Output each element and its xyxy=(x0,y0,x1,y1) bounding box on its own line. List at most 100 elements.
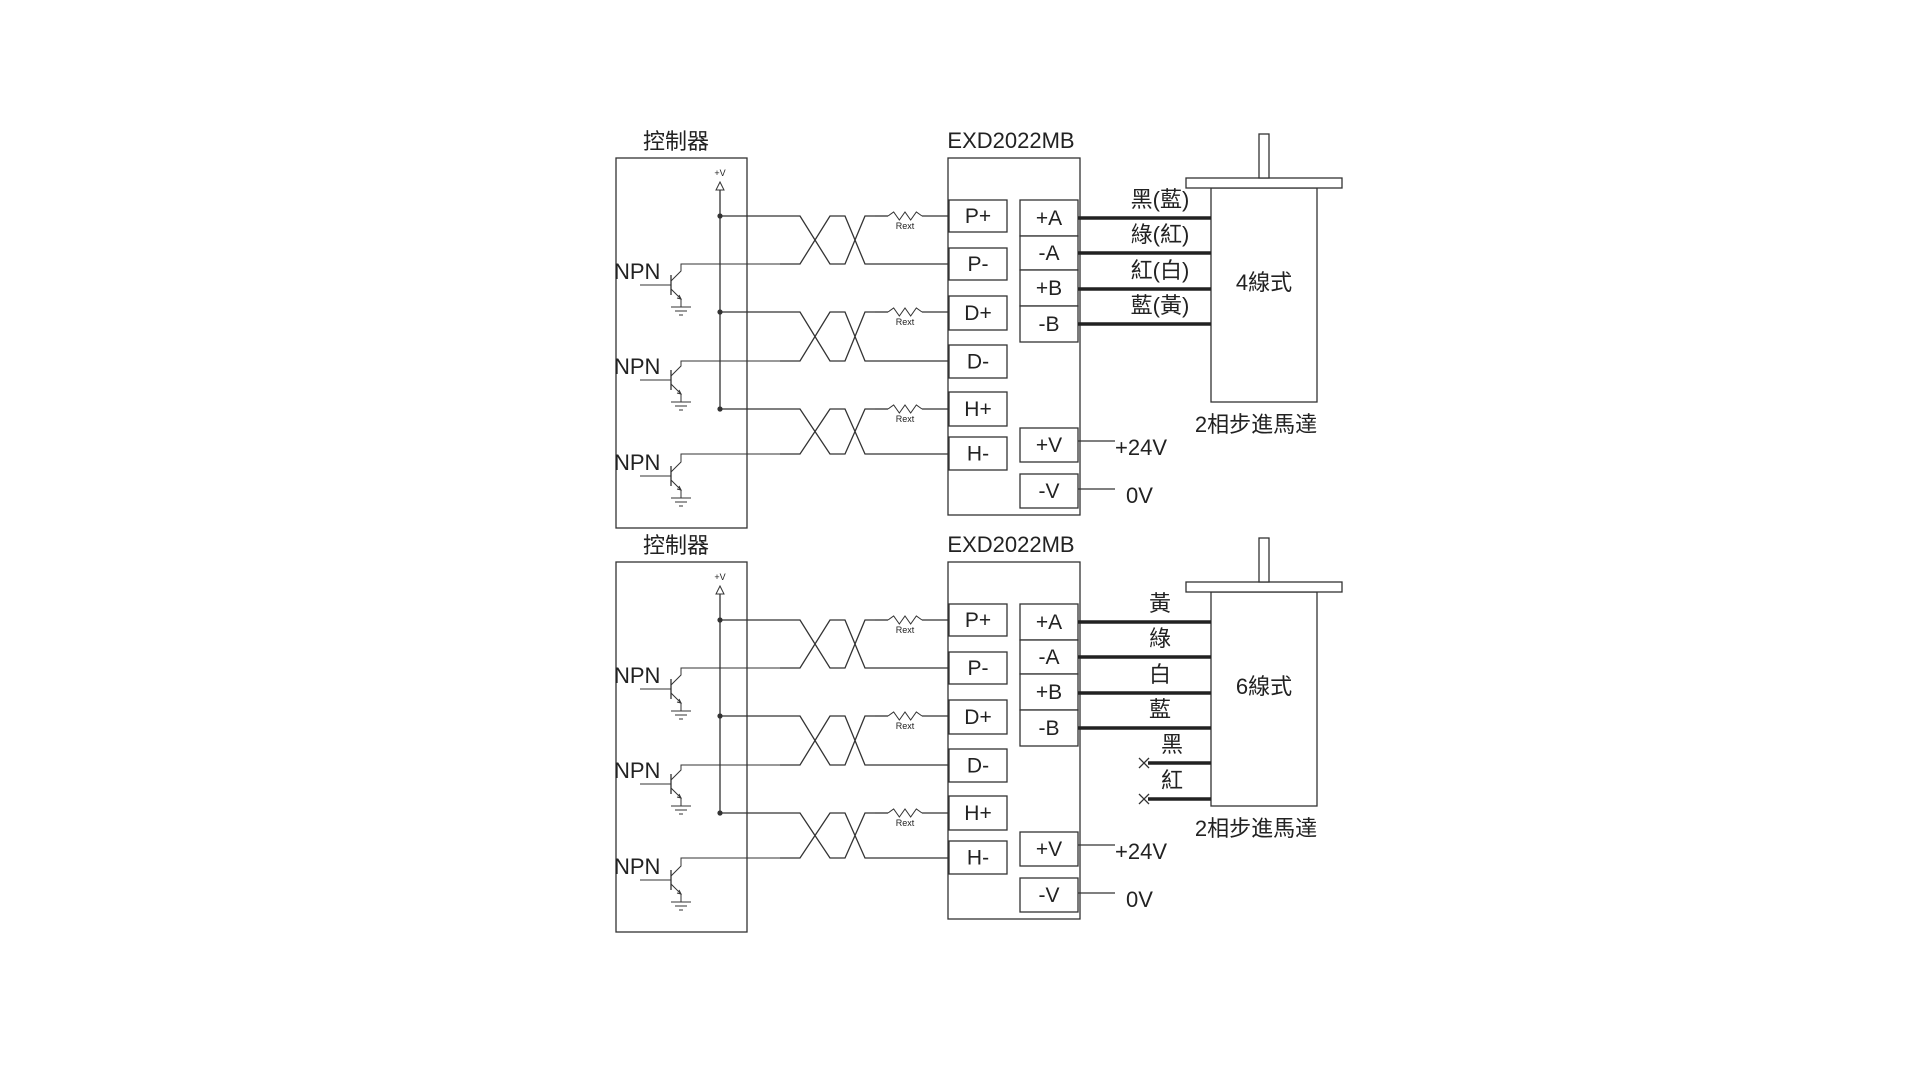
motor-terminal-1 xyxy=(1019,639,1079,675)
motor-wire-label: 藍 xyxy=(1149,697,1171,722)
power-terminal-label: +V xyxy=(1036,838,1062,861)
motor-body xyxy=(1210,187,1318,403)
input-terminal-label: H- xyxy=(967,443,989,466)
power-terminal-1 xyxy=(1019,473,1079,509)
motor-terminal-label: +A xyxy=(1036,611,1062,634)
npn-collector xyxy=(670,667,780,686)
motor-shaft xyxy=(1258,133,1270,179)
motor-terminal-label: -A xyxy=(1039,242,1060,265)
input-terminal-3 xyxy=(948,748,1008,783)
motor-terminal-label: -A xyxy=(1039,646,1060,669)
input-terminal-label: D+ xyxy=(964,706,991,729)
npn-emitter-arrow xyxy=(676,485,682,491)
vplus-label: +V xyxy=(714,168,725,178)
twisted-pair xyxy=(780,408,875,455)
driver-label: EXD2022MB xyxy=(947,532,1074,557)
npn-emitter-arrow xyxy=(676,294,682,300)
input-terminal-label: H+ xyxy=(964,398,991,421)
twisted-pair xyxy=(780,215,875,265)
motor-wire-label: 黑(藍) xyxy=(1131,187,1190,212)
motor-terminal-label: -B xyxy=(1039,717,1060,740)
controller-box xyxy=(615,561,748,933)
unused-wire-label: 黑 xyxy=(1161,732,1183,757)
resistor-rext xyxy=(887,711,923,721)
input-terminal-label: P- xyxy=(968,253,989,276)
twisted-pair xyxy=(780,715,875,766)
motor-wire-label: 綠(紅) xyxy=(1131,222,1190,247)
input-terminal-label: P+ xyxy=(965,609,991,632)
motor-shaft xyxy=(1258,537,1270,583)
power-label-0v: 0V xyxy=(1126,887,1153,912)
resistor-rext xyxy=(887,615,923,625)
motor-terminal-0 xyxy=(1019,603,1079,641)
power-terminal-label: +V xyxy=(1036,434,1062,457)
motor-body xyxy=(1210,591,1318,807)
power-terminal-0 xyxy=(1019,831,1079,867)
resistor-rext xyxy=(887,404,923,414)
npn-emitter-arrow xyxy=(676,698,682,704)
motor-terminal-label: +A xyxy=(1036,207,1062,230)
input-terminal-label: P+ xyxy=(965,205,991,228)
npn-label: NPN xyxy=(614,663,660,688)
input-terminal-label: H- xyxy=(967,847,989,870)
motor-terminal-2 xyxy=(1019,269,1079,307)
motor-wire-label: 黃 xyxy=(1149,591,1171,616)
unused-wire-x xyxy=(1138,757,1150,769)
motor-wire-label: 藍(黃) xyxy=(1131,293,1190,318)
input-terminal-label: D+ xyxy=(964,302,991,325)
npn-label: NPN xyxy=(614,354,660,379)
motor-flange xyxy=(1185,581,1343,593)
motor-wire-label: 紅(白) xyxy=(1131,258,1190,283)
npn-label: NPN xyxy=(614,854,660,879)
resistor-rext xyxy=(887,808,923,818)
controller-box xyxy=(615,157,748,529)
resistor-rext xyxy=(887,211,923,221)
input-terminal-label: D- xyxy=(967,351,989,374)
motor-wire-label: 綠 xyxy=(1149,626,1171,651)
resistor-label: Rext xyxy=(896,625,915,635)
controller-label: 控制器 xyxy=(643,533,709,558)
power-label-24v: +24V xyxy=(1115,435,1167,460)
motor-terminal-label: +B xyxy=(1036,681,1062,704)
power-terminal-label: -V xyxy=(1039,480,1060,503)
motor-name-label: 2相步進馬達 xyxy=(1195,412,1317,437)
npn-emitter-arrow xyxy=(676,889,682,895)
power-label-24v: +24V xyxy=(1115,839,1167,864)
resistor-label: Rext xyxy=(896,414,915,424)
twisted-pair xyxy=(780,408,875,455)
power-terminal-0 xyxy=(1019,427,1079,463)
motor-type-label: 6線式 xyxy=(1236,674,1292,699)
motor-terminal-3 xyxy=(1019,305,1079,343)
twisted-pair xyxy=(780,619,875,669)
motor-terminal-3 xyxy=(1019,709,1079,747)
motor-type-label: 4線式 xyxy=(1236,270,1292,295)
input-terminal-2 xyxy=(948,295,1008,331)
motor-terminal-label: +B xyxy=(1036,277,1062,300)
unused-wire-label: 紅 xyxy=(1161,768,1183,793)
input-terminal-4 xyxy=(948,391,1008,427)
unused-wire-x xyxy=(1138,793,1150,805)
power-terminal-1 xyxy=(1019,877,1079,913)
input-terminal-1 xyxy=(948,651,1008,685)
power-terminal-label: -V xyxy=(1039,884,1060,907)
input-terminal-label: H+ xyxy=(964,802,991,825)
npn-emitter-arrow xyxy=(676,389,682,395)
resistor-label: Rext xyxy=(896,317,915,327)
input-terminal-5 xyxy=(948,840,1008,875)
npn-emitter-arrow xyxy=(676,793,682,799)
npn-label: NPN xyxy=(614,758,660,783)
npn-collector xyxy=(670,263,780,282)
motor-name-label: 2相步進馬達 xyxy=(1195,816,1317,841)
npn-collector xyxy=(670,453,780,473)
twisted-pair xyxy=(780,812,875,859)
power-label-0v: 0V xyxy=(1126,483,1153,508)
input-terminal-label: D- xyxy=(967,755,989,778)
input-terminal-label: P- xyxy=(968,657,989,680)
npn-collector xyxy=(670,857,780,877)
motor-terminal-label: -B xyxy=(1039,313,1060,336)
motor-flange xyxy=(1185,177,1343,189)
npn-label: NPN xyxy=(614,450,660,475)
twisted-pair xyxy=(780,619,875,669)
